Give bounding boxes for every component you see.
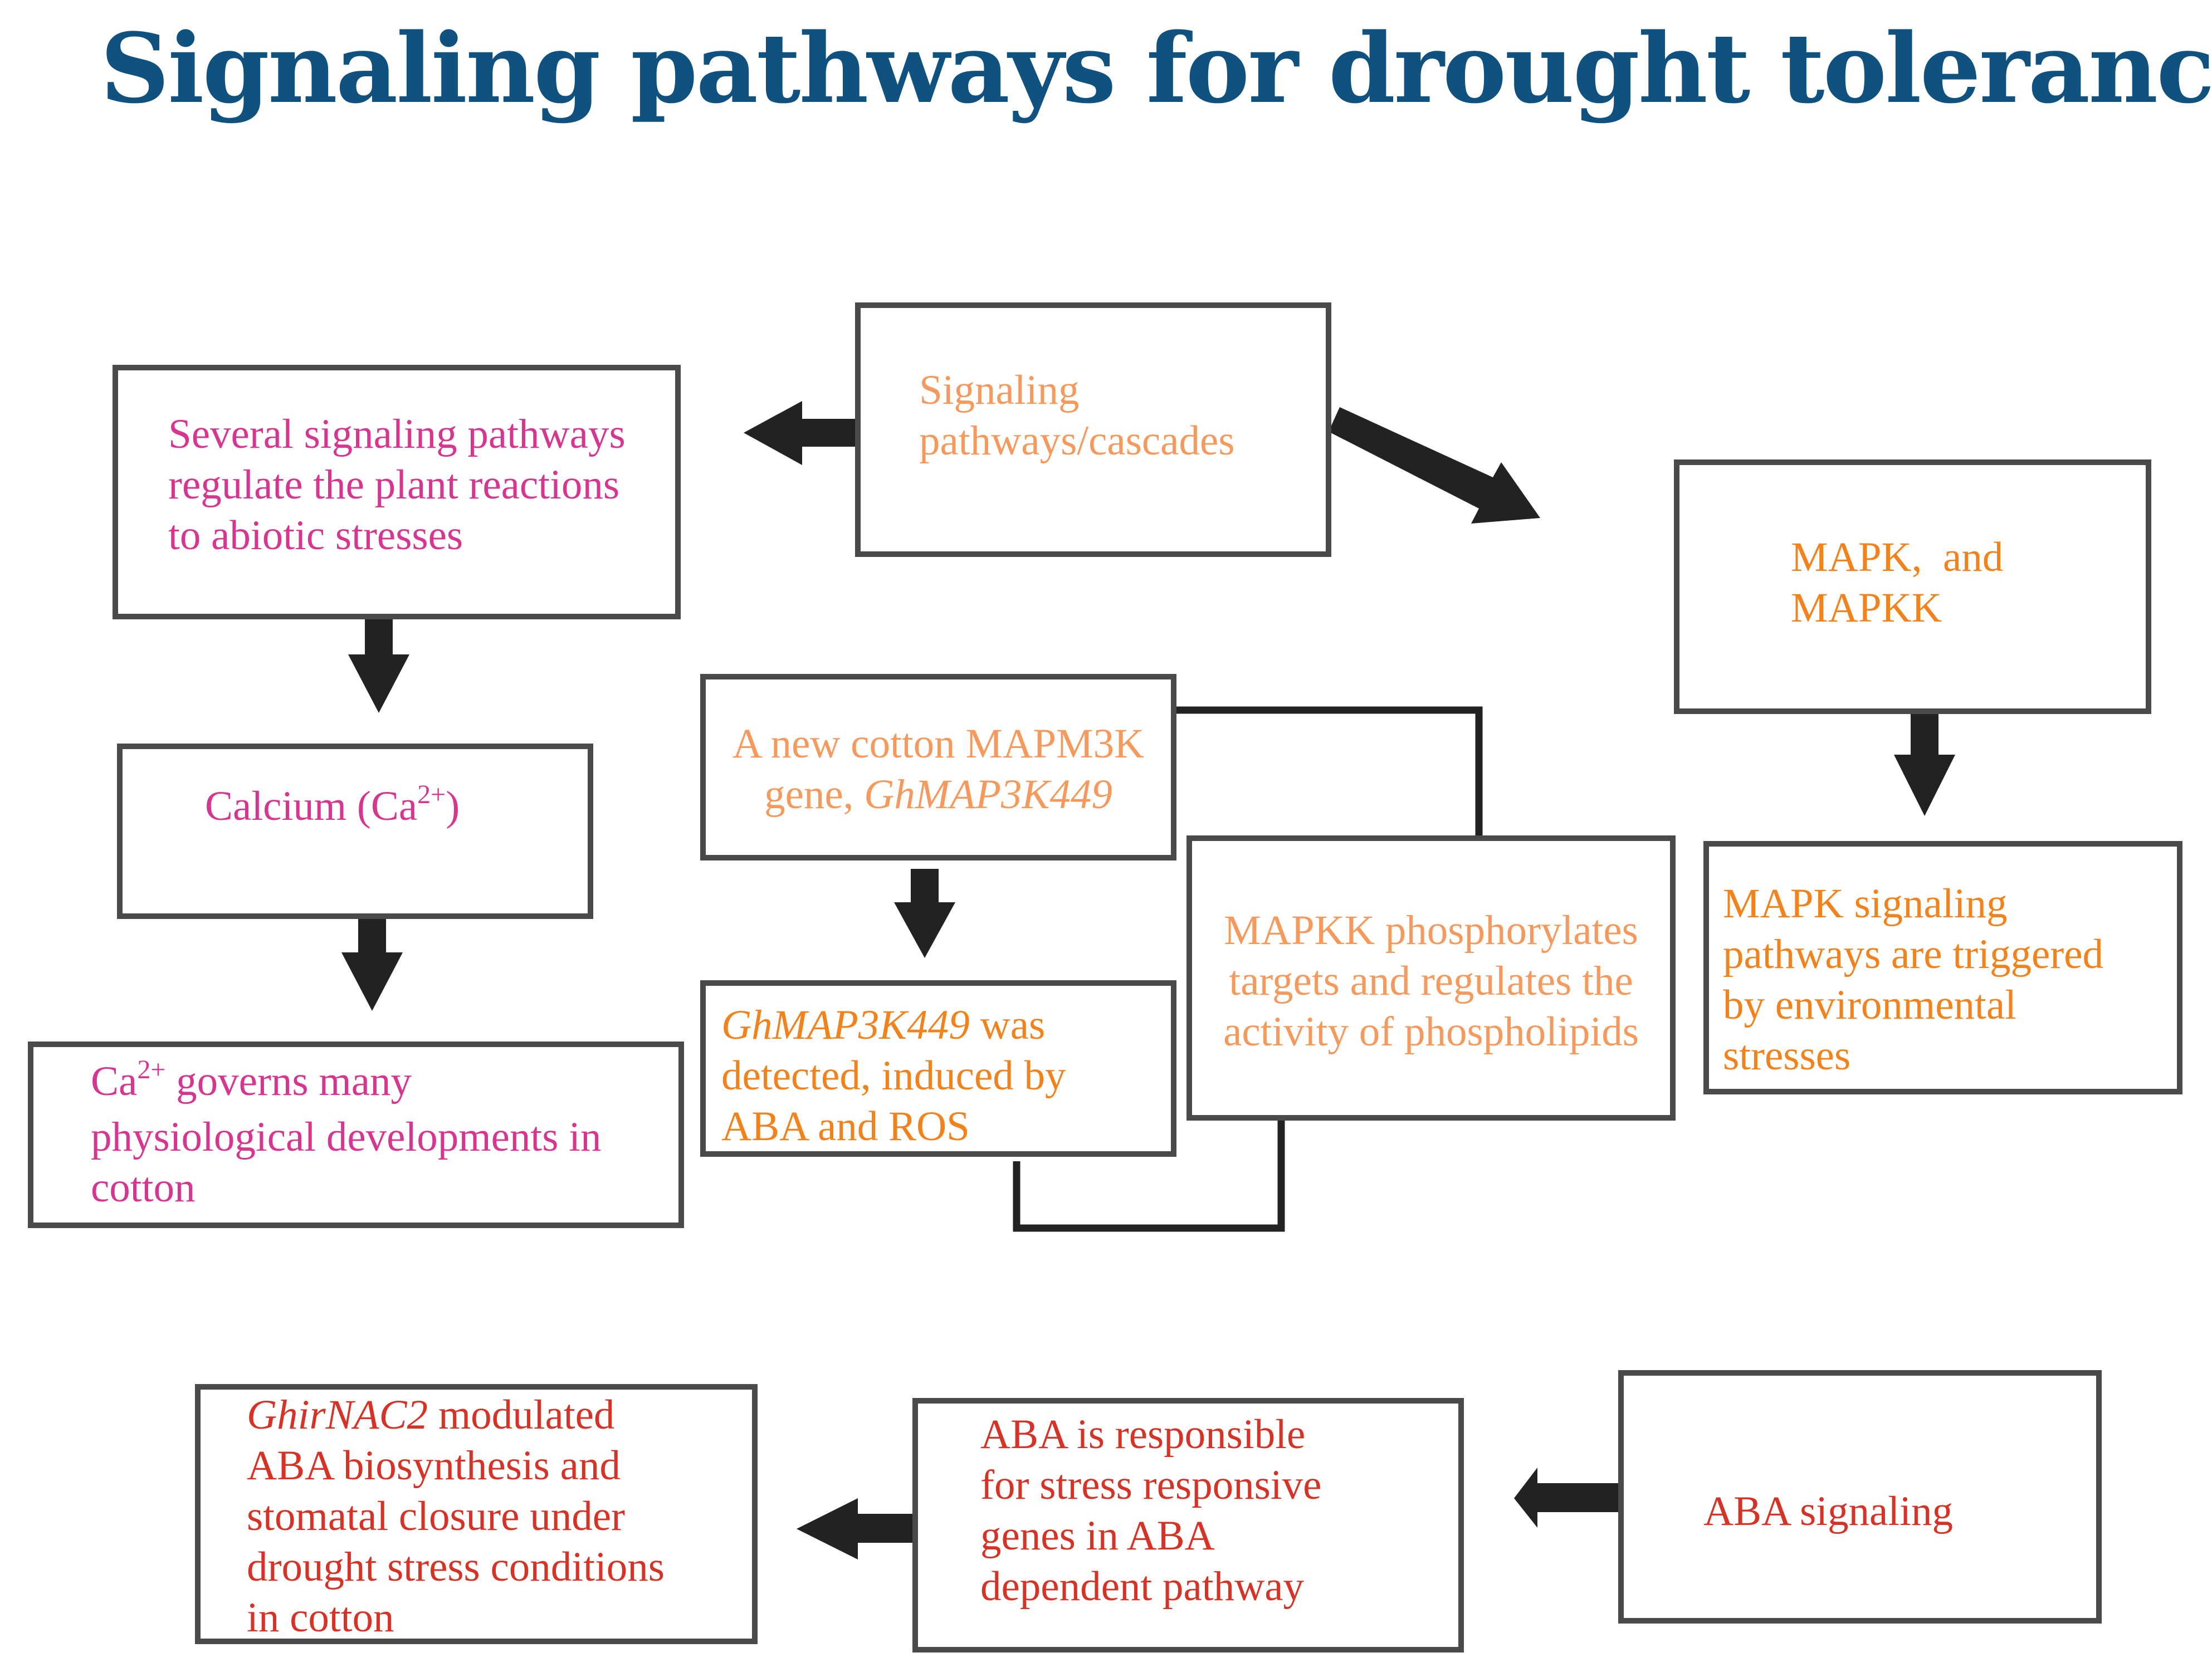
node-signaling-pathways [855,302,1331,557]
text-line: Signaling [919,367,1080,413]
node-mapkk-phosphorylates [1186,835,1676,1121]
text-line: Ca2+ governs many [91,1055,602,1112]
text-line: regulate the plant reactions [168,462,620,508]
text-line: GhirNAC2 modulated [247,1390,665,1440]
calcium-prefix: Calcium (Ca [205,783,418,829]
text-line: ABA is responsible [980,1411,1306,1458]
node-ca-governs [28,1042,684,1228]
connector-gene-to-phos [1175,706,1483,835]
detected-gene-name: GhMAP3K449 [721,1002,970,1048]
text-line: gene, GhMAP3K449 [700,769,1176,820]
node-ca-governs-text: Ca2+ governs many physiological developm… [91,1055,602,1213]
node-new-gene [700,674,1176,860]
text-line: cotton [91,1165,196,1211]
ghirnac2-suffix: modulated [428,1392,615,1438]
node-signaling-pathways-text: Signaling pathways/cascades [919,365,1234,466]
text-line: in cotton [247,1595,394,1641]
node-aba-responsible-text: ABA is responsible for stress responsive… [980,1409,1321,1612]
ca-suffix: governs many [165,1058,412,1104]
text-line: pathways are triggered [1723,931,2104,977]
node-mapk-triggered [1703,841,2182,1094]
connector-detected-to-phos [1013,1119,1285,1232]
node-aba-signaling-text: ABA signaling [1703,1486,1953,1537]
text-line: MAPK signaling [1723,881,2008,927]
node-ghirnac2 [195,1384,758,1644]
ca-sup: 2+ [137,1055,166,1084]
text-line: stomatal closure under [247,1493,625,1539]
arrow-responsible-to-ghirnac2 [797,1498,914,1559]
text-line: to abiotic stresses [168,512,463,559]
text-line: Several signaling pathways [168,411,626,457]
node-several-pathways [113,365,681,619]
node-calcium [117,744,593,919]
text-line: MAPKK phosphorylates [1224,907,1638,954]
ghirnac2-gene-name: GhirNAC2 [247,1392,428,1438]
calcium-sup: 2+ [417,780,446,809]
text-line: A new cotton MAPM3K [732,721,1145,767]
text-line: activity of phospholipids [1223,1009,1639,1055]
arrow-signaling-to-several [744,401,858,465]
node-ghirnac2-text: GhirNAC2 modulated ABA biosynthesis and … [247,1390,665,1643]
text-line: MAPK, and [1791,534,2004,580]
text-line: targets and regulates the [1229,958,1633,1004]
gene-prefix: gene, [764,771,865,818]
arrow-several-to-calcium [348,618,409,713]
gene-name: GhMAP3K449 [864,771,1112,818]
ca-prefix: Ca [91,1058,138,1104]
node-mapk-mapkk-text: MAPK, and MAPKK [1791,532,2003,633]
node-several-pathways-text: Several signaling pathways regulate the … [168,409,626,561]
calcium-suffix: ) [446,783,460,829]
diagram-title: Signaling pathways for drought tolerance… [100,12,2212,125]
node-mapk-triggered-text: MAPK signaling pathways are triggered by… [1723,878,2103,1081]
detected-suffix: was [969,1002,1046,1048]
node-detected-text: GhMAP3K449 was detected, induced by ABA … [721,1000,1066,1152]
arrow-calcium-to-governs [341,919,403,1011]
text-line: pathways/cascades [919,418,1235,464]
node-aba-signaling [1618,1370,2102,1624]
node-mapkk-phosphorylates-text: MAPKK phosphorylates targets and regulat… [1186,905,1676,1057]
node-new-gene-text: A new cotton MAPM3K gene, GhMAP3K449 [700,718,1176,820]
text-line: for stress responsive [980,1462,1322,1508]
text-line: detected, induced by [721,1053,1066,1099]
text-line: by environmental [1723,982,2016,1028]
node-aba-responsible [912,1398,1464,1652]
text-line: ABA signaling [1703,1488,1953,1534]
arrow-signaling-to-mapk [1329,407,1540,524]
arrow-abasignal-to-responsible [1514,1468,1627,1528]
node-detected [700,980,1176,1157]
text-line: ABA and ROS [721,1103,970,1150]
text-line: GhMAP3K449 was [721,1000,1066,1050]
node-mapk-mapkk [1674,459,2151,714]
text-line: genes in ABA [980,1513,1215,1559]
text-line: drought stress conditions [247,1544,665,1590]
text-line: physiological developments in [91,1114,602,1160]
text-line: ABA biosynthesis and [247,1443,621,1489]
arrow-mapk-to-triggered [1894,713,1955,816]
text-line: dependent pathway [980,1563,1305,1610]
text-line: MAPKK [1791,585,1942,631]
node-calcium-text: Calcium (Ca2+) [205,780,460,837]
arrow-gene-to-detected [894,869,955,958]
text-line: stresses [1723,1033,1851,1079]
